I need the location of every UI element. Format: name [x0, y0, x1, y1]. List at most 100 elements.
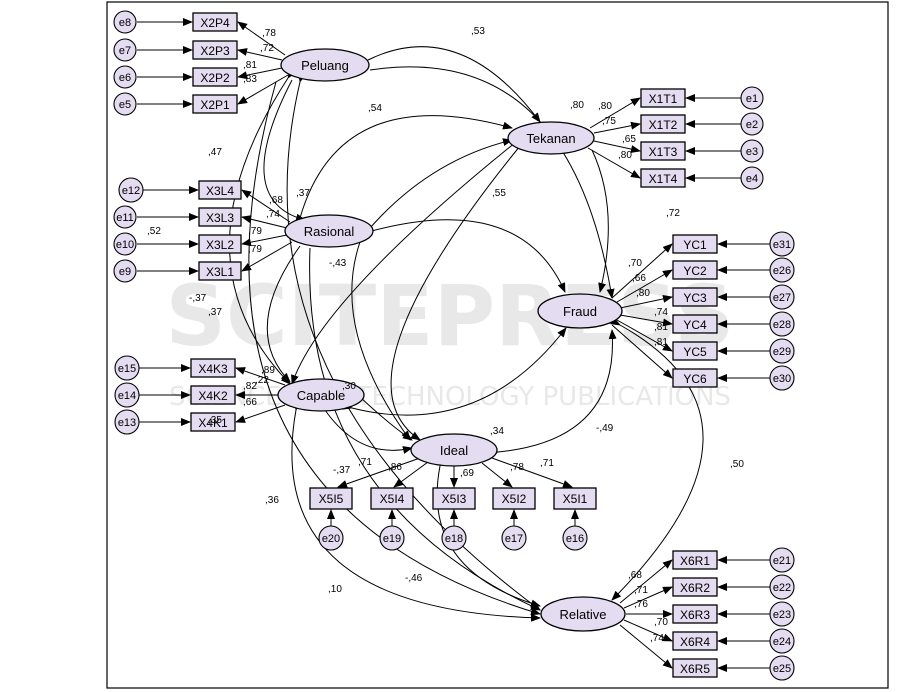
- error-e27: e27: [773, 292, 791, 304]
- error-e5: e5: [119, 99, 131, 111]
- measurement-arrows: [137, 18, 770, 672]
- coef-peluang-capable: ,47: [208, 147, 222, 158]
- indicator-yc1: YC1: [683, 238, 707, 252]
- indicator-x6r3: X6R3: [680, 608, 710, 622]
- coef-t2: ,75: [602, 116, 616, 127]
- indicator-x5i1: X5I1: [563, 492, 588, 506]
- indicators-relative: X6R1 X6R2 X6R3 X6R4 X6R5: [672, 550, 718, 678]
- coef-yc6: ,81: [654, 337, 668, 348]
- coef-fraud-relative: ,50: [730, 459, 744, 470]
- indicator-x3l4: X3L4: [206, 184, 234, 198]
- error-e23: e23: [773, 609, 791, 621]
- error-e12: e12: [122, 185, 140, 197]
- error-e4: e4: [746, 173, 758, 185]
- coef-relative-neg: -,46: [405, 573, 423, 584]
- error-e30: e30: [773, 373, 791, 385]
- error-e14: e14: [118, 390, 136, 402]
- indicators-ideal: X5I5 X5I4 X5I3 X5I2 X5I1: [309, 487, 597, 510]
- coef-yc1: ,70: [628, 258, 642, 269]
- indicator-x4k3: X4K3: [198, 362, 228, 376]
- latent-relative: Relative: [540, 596, 626, 632]
- indicator-x1t2: X1T2: [649, 118, 678, 132]
- error-e1: e1: [746, 93, 758, 105]
- indicator-x5i3: X5I3: [442, 492, 467, 506]
- coef-tekanan-fraud: ,80: [570, 100, 584, 111]
- latent-fraud: Fraud: [537, 293, 623, 329]
- indicators-tekanan: X1T1 X1T2 X1T3 X1T4: [640, 88, 686, 188]
- error-e20: e20: [322, 533, 340, 545]
- errors-left-top: e8 e7 e6 e5: [113, 10, 137, 116]
- error-e19: e19: [383, 533, 401, 545]
- coef-i2: ,78: [510, 462, 524, 473]
- coef-p1: ,83: [243, 74, 257, 85]
- indicator-yc2: YC2: [683, 264, 707, 278]
- indicator-x6r4: X6R4: [680, 635, 710, 649]
- coef-l1: ,79: [248, 244, 262, 255]
- coef-r3: ,76: [634, 599, 648, 610]
- indicators-fraud: YC1 YC2 YC3 YC4 YC5 YC6: [672, 234, 718, 388]
- indicator-x5i2: X5I2: [502, 492, 527, 506]
- error-e21: e21: [773, 555, 791, 567]
- error-e31: e31: [773, 239, 791, 251]
- coef-k3: ,89: [261, 365, 275, 376]
- indicator-x3l1: X3L1: [206, 265, 234, 279]
- indicator-x2p1: X2P1: [200, 98, 230, 112]
- latent-label: Peluang: [301, 58, 349, 73]
- indicator-x6r2: X6R2: [680, 581, 710, 595]
- coef-yc4: ,74: [654, 307, 668, 318]
- coef-r5: ,74: [650, 633, 664, 644]
- indicator-x2p3: X2P3: [200, 44, 230, 58]
- coef-r2: ,71: [634, 585, 648, 596]
- coef-p2: ,81: [243, 60, 257, 71]
- coef-i5: ,71: [358, 457, 372, 468]
- indicator-x4k2: X4K2: [198, 389, 228, 403]
- coef-rasional-fraud: ,55: [492, 188, 506, 199]
- errors-tekanan: e1 e2 e3 e4: [740, 86, 764, 190]
- coef-r1: ,68: [628, 570, 642, 581]
- coef-left-a: ,52: [147, 226, 161, 237]
- watermark-main: SCITEPRESS: [166, 267, 735, 365]
- error-e7: e7: [119, 45, 131, 57]
- indicator-x5i4: X5I4: [380, 492, 405, 506]
- latent-label: Rasional: [304, 224, 355, 239]
- error-e18: e18: [445, 533, 463, 545]
- error-e29: e29: [773, 346, 791, 358]
- latent-label: Relative: [560, 607, 607, 622]
- latent-capable: Capable: [277, 378, 365, 412]
- coef-left-b: -,37: [189, 293, 207, 304]
- indicators-peluang: X2P4 X2P3 X2P2 X2P1: [192, 12, 238, 114]
- indicator-yc4: YC4: [683, 318, 707, 332]
- latent-peluang: Peluang: [280, 48, 370, 82]
- error-e17: e17: [505, 533, 523, 545]
- coef-t4: ,80: [618, 150, 632, 161]
- indicators-rasional: X3L4 X3L3 X3L2 X3L1: [198, 180, 242, 281]
- error-e8: e8: [119, 17, 131, 29]
- error-e2: e2: [746, 119, 758, 131]
- coef-left-d: ,36: [265, 495, 279, 506]
- structural-paths: [229, 46, 704, 622]
- error-e16: e16: [566, 533, 584, 545]
- coef-i4: ,86: [388, 462, 402, 473]
- indicator-x6r1: X6R1: [680, 554, 710, 568]
- coef-k1: ,66: [243, 397, 257, 408]
- indicator-x1t3: X1T3: [649, 145, 678, 159]
- coef-l4: ,68: [269, 195, 283, 206]
- coef-l2: ,79: [248, 226, 262, 237]
- latent-ideal: Ideal: [410, 433, 498, 467]
- error-e24: e24: [773, 636, 791, 648]
- indicator-x2p4: X2P4: [200, 16, 230, 30]
- coef-capable-ideal: ,30: [342, 381, 356, 392]
- indicators-capable: X4K3 X4K2 X4K1: [190, 358, 236, 432]
- latent-label: Capable: [297, 388, 345, 403]
- errors-ideal: e20 e19 e18 e17 e16: [318, 525, 588, 551]
- coef-t1: ,80: [598, 101, 612, 112]
- error-e25: e25: [773, 663, 791, 675]
- error-e6: e6: [119, 72, 131, 84]
- coef-p4: ,78: [262, 28, 276, 39]
- latent-label: Fraud: [563, 304, 597, 319]
- coef-k2: ,82: [243, 381, 257, 392]
- coef-yc3: ,80: [636, 288, 650, 299]
- indicator-yc5: YC5: [683, 345, 707, 359]
- indicator-x3l3: X3L3: [206, 211, 234, 225]
